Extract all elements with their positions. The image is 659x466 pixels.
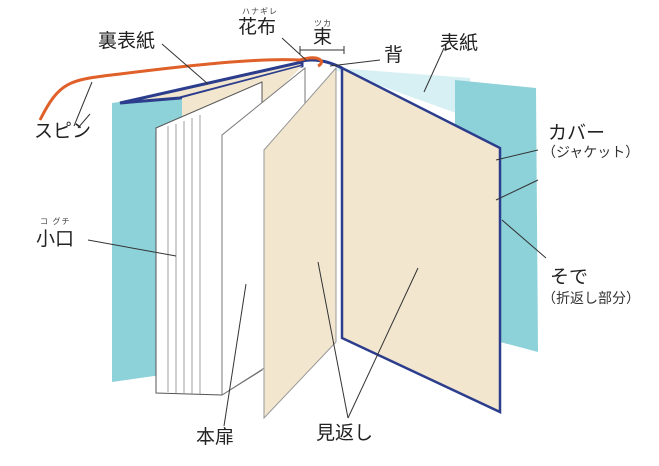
tsuka-bracket [299, 46, 345, 54]
se-label: 背 [384, 44, 404, 66]
sode-label: そで [550, 266, 589, 288]
front-pastedown [340, 65, 502, 414]
ribbon-spin [38, 56, 323, 121]
hanagire-ruby: ハナギレ [242, 7, 278, 16]
free-endpaper [263, 66, 337, 420]
urabyoshi-label: 裏表紙 [98, 30, 156, 52]
spin-label: スピン [34, 120, 92, 142]
jacket-front-light-panel [336, 68, 470, 118]
tsuka-ruby: ツカ [314, 19, 332, 28]
tsuka-label: 束 [313, 26, 333, 48]
leader-lines [73, 37, 547, 427]
page-edge-lines [167, 115, 201, 394]
sode-note-label: （折返し部分） [542, 291, 640, 307]
cover-label: カバー [548, 122, 606, 144]
honbira-label: 本扉 [196, 426, 235, 448]
hyoshi-label: 表紙 [440, 32, 479, 54]
mikaeshi-label: 見返し [316, 422, 374, 444]
hanagire-label: 花布 [238, 16, 277, 38]
koguchi-ruby: コ グチ [40, 217, 71, 226]
koguchi-label: 小口 [36, 228, 75, 250]
jacket-label: （ジャケット） [542, 145, 640, 161]
